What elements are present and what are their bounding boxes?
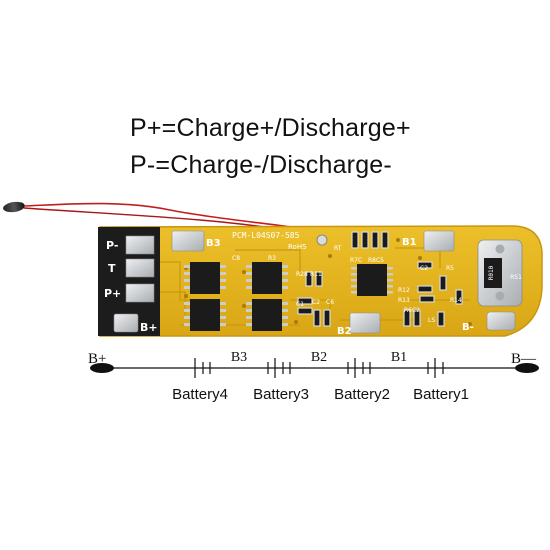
silk-c2b: C2 [420, 265, 428, 272]
rail-terminal-b-minus [515, 363, 539, 373]
pad-b3 [171, 230, 205, 252]
silk-rs1: RS1 [510, 274, 522, 281]
silk-rt: RT [334, 245, 342, 252]
pad-b-plus [113, 313, 139, 333]
silk-b1: B1 [402, 237, 417, 248]
battery-label-4: Battery4 [172, 386, 228, 403]
silk-c8: C8 [232, 255, 240, 262]
silk-r6c2: R6C2 [404, 307, 420, 314]
pad-label-p-minus: P- [106, 239, 118, 252]
protection-ic [351, 264, 393, 296]
pad-p-plus [125, 283, 155, 303]
rail-node-b3: B3 [231, 350, 247, 365]
output-pads: P- T P+ B+ [104, 235, 158, 334]
silk-r13: R13 [398, 297, 410, 304]
silk-r28: R28 [296, 271, 308, 278]
silk-c6: C6 [326, 299, 334, 306]
balance-pads [171, 230, 516, 334]
thermistor-solder-joint [316, 234, 328, 246]
silk-rohs: RoHS [288, 243, 307, 251]
pad-t [125, 258, 155, 278]
silk-r3: R3 [268, 255, 276, 262]
silk-r7c: R7C [350, 257, 362, 264]
pad-label-t: T [108, 262, 116, 275]
rail-terminal-b-plus [90, 363, 114, 373]
silk-r11: R11 [310, 271, 322, 278]
rail-node-b2: B2 [311, 350, 327, 365]
rail-cell-marks [194, 358, 444, 378]
silk-r12: R12 [398, 287, 410, 294]
battery-rail: B+ B— B3 B2 B1 Battery4 Battery3 Battery… [88, 350, 539, 403]
mosfet-4 [246, 299, 288, 331]
sense-resistor: R010 RS1 [477, 239, 523, 307]
legend-p-plus: P+=Charge+/Discharge+ [130, 114, 411, 142]
silk-b2: B2 [337, 326, 352, 337]
passive-components [297, 231, 463, 327]
sense-resistor-marking: R010 [488, 265, 495, 280]
silk-b3: B3 [206, 238, 221, 249]
silkscreen-labels: B3 B2 B1 B- PCM-L04S07-585 RoHS RT C8 R3… [206, 231, 474, 337]
silk-ls: LS [428, 317, 435, 324]
pad-b1 [423, 230, 455, 252]
battery-label-3: Battery3 [253, 386, 309, 403]
pad-label-p-plus: P+ [104, 287, 121, 300]
silk-part-number: PCM-L04S07-585 [232, 231, 300, 240]
mosfet-2 [184, 299, 226, 331]
rail-label-b-minus: B— [511, 351, 537, 367]
silk-b-minus: B- [462, 322, 474, 333]
pad-b-minus [486, 311, 516, 331]
silk-c1: C1 [296, 301, 304, 308]
silk-r5: R5 [446, 265, 454, 272]
battery-label-1: Battery1 [413, 386, 469, 403]
silk-c2: C2 [312, 299, 320, 306]
rail-label-b-plus: B+ [88, 351, 106, 367]
silk-r14: R14 [450, 297, 462, 304]
ic-packages [184, 262, 393, 331]
pad-b2 [349, 312, 381, 334]
mosfet-1 [184, 262, 226, 294]
pad-p-minus [125, 235, 155, 255]
silk-r8c5: R8C5 [368, 257, 384, 264]
legend-p-minus: P-=Charge-/Discharge- [130, 151, 392, 179]
battery-label-2: Battery2 [334, 386, 390, 403]
rail-node-b1: B1 [391, 350, 407, 365]
mosfet-3 [246, 262, 288, 294]
pad-label-b-plus: B+ [140, 321, 158, 334]
